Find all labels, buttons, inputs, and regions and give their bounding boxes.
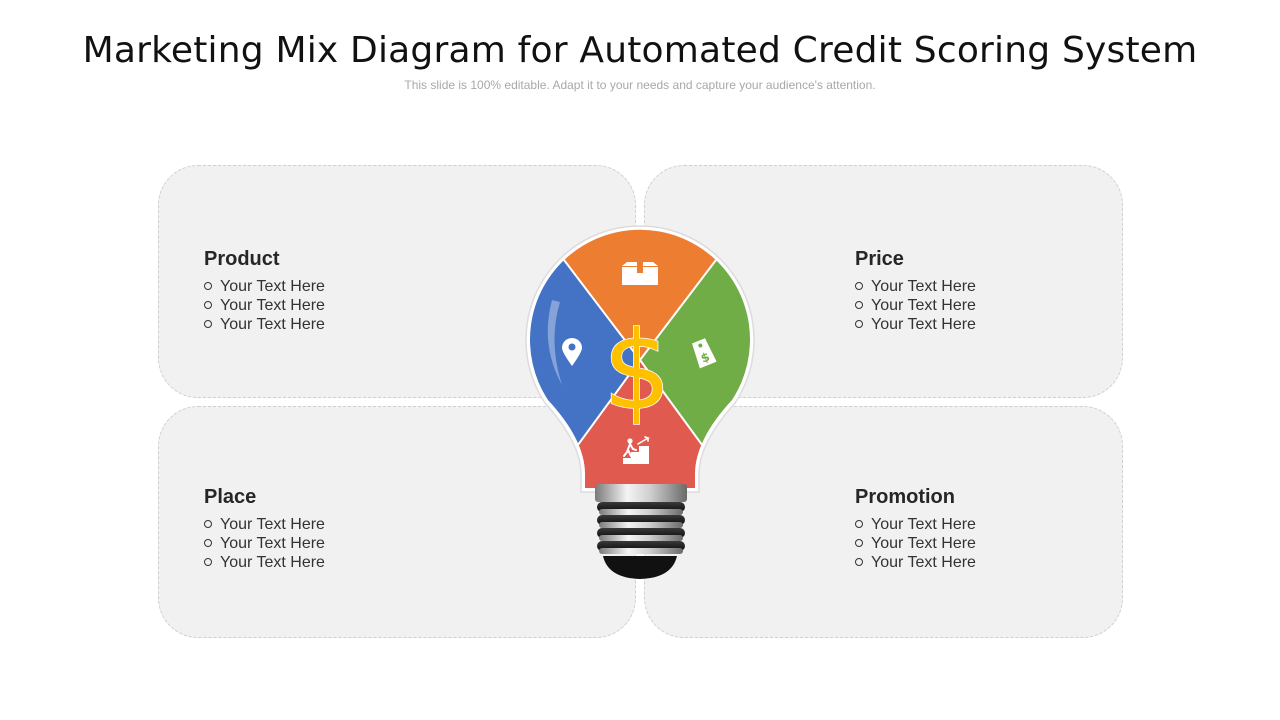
bullet-icon: [204, 558, 212, 566]
bullet-icon: [204, 282, 212, 290]
list-item: Your Text Here: [204, 553, 325, 572]
box-icon: [622, 262, 658, 285]
bullet-icon: [204, 301, 212, 309]
bullet-icon: [855, 539, 863, 547]
bullet-icon: [855, 282, 863, 290]
product-heading: Product: [204, 248, 280, 270]
place-list: Your Text Here Your Text Here Your Text …: [204, 515, 325, 572]
bullet-icon: [204, 520, 212, 528]
bulb-base: [595, 484, 687, 579]
place-heading: Place: [204, 486, 257, 508]
place-block: Place Your Text Here Your Text Here Your…: [204, 486, 325, 572]
dollar-sign: $: [603, 309, 672, 434]
list-item: Your Text Here: [204, 534, 325, 553]
bullet-icon: [855, 520, 863, 528]
bullet-icon: [855, 301, 863, 309]
list-item: Your Text Here: [855, 315, 976, 334]
bullet-icon: [204, 320, 212, 328]
page-subtitle: This slide is 100% editable. Adapt it to…: [404, 78, 876, 92]
promotion-panel: [644, 406, 1123, 638]
list-item: Your Text Here: [855, 515, 976, 534]
price-segment: [640, 229, 750, 488]
list-item: Your Text Here: [204, 515, 325, 534]
list-item: Your Text Here: [204, 296, 325, 315]
promotion-block: Promotion Your Text Here Your Text Here …: [855, 486, 976, 572]
bullet-icon: [204, 539, 212, 547]
list-item: Your Text Here: [855, 296, 976, 315]
place-segment: [530, 229, 640, 488]
price-heading: Price: [855, 248, 904, 270]
list-item: Your Text Here: [204, 315, 325, 334]
price-block: Price Your Text Here Your Text Here Your…: [855, 248, 976, 334]
stairs-climb-icon: [623, 436, 650, 464]
product-segment: [530, 229, 750, 360]
list-item: Your Text Here: [855, 277, 976, 296]
list-item: Your Text Here: [855, 534, 976, 553]
list-item: Your Text Here: [204, 277, 325, 296]
place-panel: [158, 406, 636, 638]
list-item: Your Text Here: [855, 553, 976, 572]
page-title: Marketing Mix Diagram for Automated Cred…: [82, 30, 1198, 71]
product-block: Product Your Text Here Your Text Here Yo…: [204, 248, 325, 334]
price-list: Your Text Here Your Text Here Your Text …: [855, 277, 976, 334]
bullet-icon: [855, 558, 863, 566]
promotion-heading: Promotion: [855, 486, 955, 508]
product-list: Your Text Here Your Text Here Your Text …: [204, 277, 325, 334]
bullet-icon: [855, 320, 863, 328]
location-pin-icon: [562, 338, 582, 366]
price-tag-icon: $: [692, 338, 717, 369]
light-bulb-diagram: $ $: [525, 225, 755, 579]
promotion-list: Your Text Here Your Text Here Your Text …: [855, 515, 976, 572]
